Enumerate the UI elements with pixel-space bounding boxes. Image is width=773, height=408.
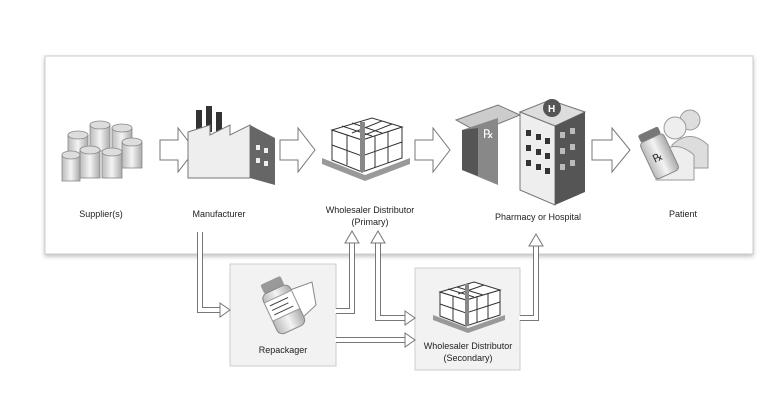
arrow-supplier-to-manufacturer — [159, 126, 196, 174]
repackager-label: Repackager — [258, 345, 308, 355]
pallet-boxes-icon — [322, 117, 410, 181]
supplier-label: Supplier(s) — [79, 209, 123, 219]
bottle-label-icon — [260, 276, 317, 335]
svg-text:H: H — [548, 104, 555, 115]
patient-icon: ℞ — [638, 109, 709, 181]
barrels-icon — [61, 120, 143, 182]
arrow-manufacturer-to-repackager — [197, 232, 231, 318]
arrow-primary-to-secondary — [370, 230, 416, 326]
factory-icon — [187, 106, 275, 185]
patient-label: Patient — [668, 209, 698, 219]
arrow-manufacturer-to-primary — [279, 126, 316, 174]
primary-distributor-label-line1: Wholesaler Distributor — [325, 205, 415, 215]
secondary-distributor-label-line1: Wholesaler Distributor — [423, 341, 513, 351]
arrow-primary-to-pharmacy — [414, 126, 451, 174]
arrow-pharmacy-to-patient — [591, 126, 631, 174]
svg-text:℞: ℞ — [651, 151, 665, 166]
secondary-distributor-label-line2: (Secondary) — [443, 353, 493, 363]
pharmacy-label: Pharmacy or Hospital — [494, 212, 582, 222]
manufacturer-label: Manufacturer — [192, 209, 246, 219]
svg-text:℞: ℞ — [483, 127, 494, 141]
primary-distributor-label: Wholesaler Distributor (Primary) — [326, 204, 415, 228]
pharmacy-hospital-icon: ℞ H — [454, 99, 587, 206]
arrow-repackager-to-primary — [335, 230, 360, 314]
secondary-distributor-label: Wholesaler Distributor (Secondary) — [424, 340, 513, 364]
pallet-boxes-secondary-icon — [433, 281, 505, 333]
arrow-repackager-to-secondary — [335, 332, 416, 348]
arrow-secondary-to-pharmacy — [519, 233, 544, 321]
primary-distributor-label-line2: (Primary) — [351, 217, 389, 227]
